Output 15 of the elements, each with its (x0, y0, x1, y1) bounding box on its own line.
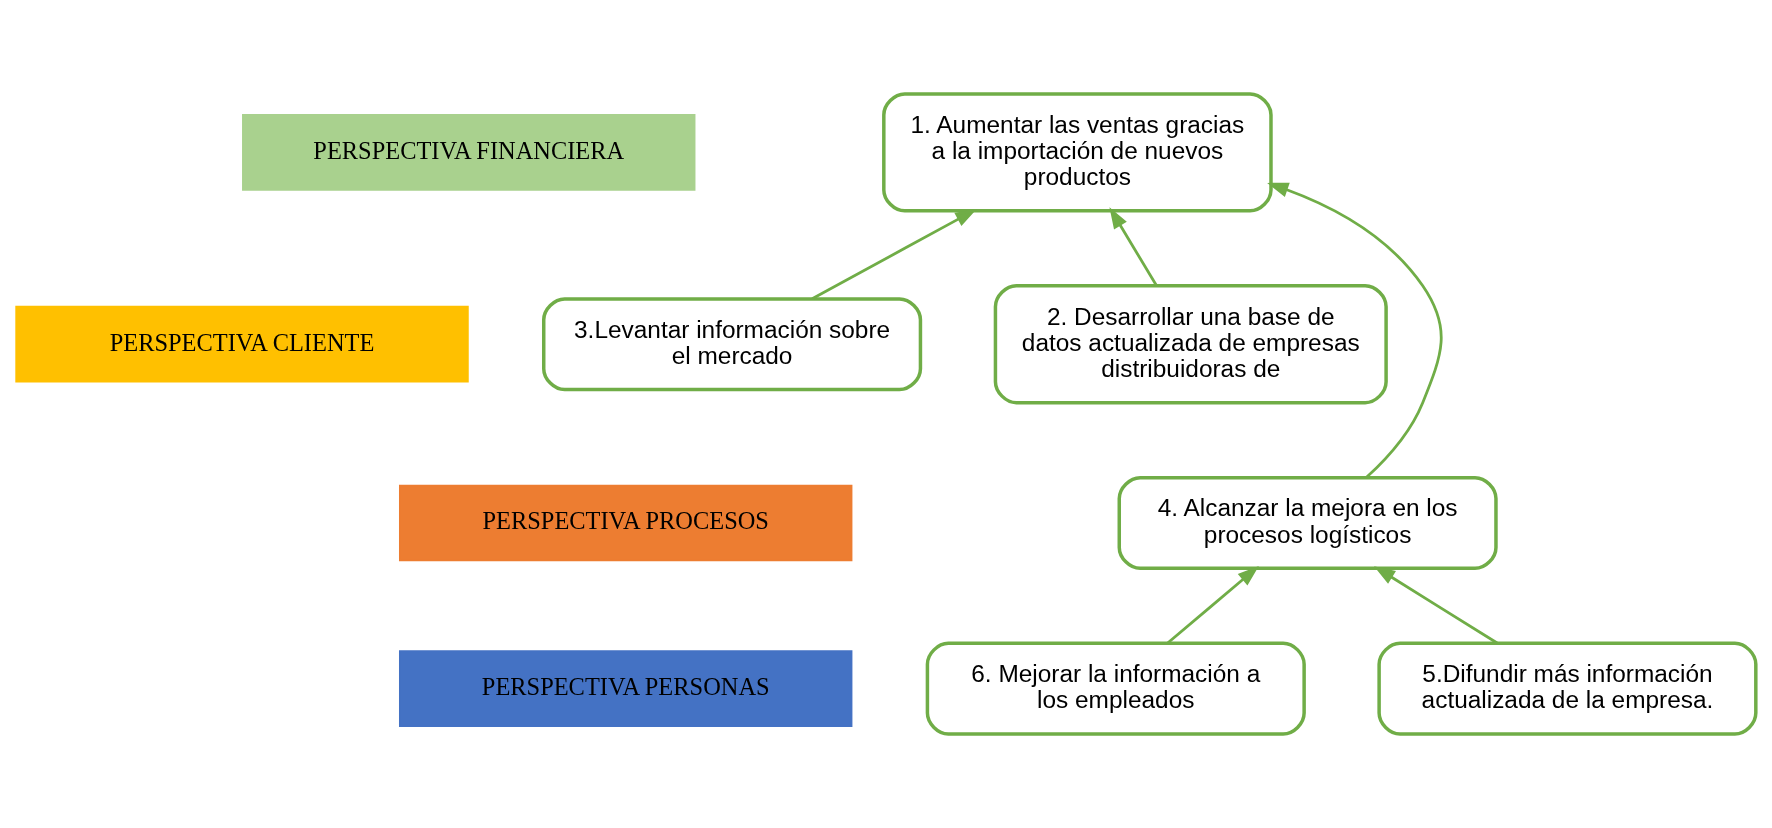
node-box: 5.Difundir más información actualizada de la empresa. (1377, 641, 1758, 736)
node-box: 3.Levantar información sobre el mercado (542, 297, 923, 392)
node-box: PERSPECTIVA PROCESOS (399, 484, 853, 562)
node-box: PERSPECTIVA CLIENTE (15, 305, 469, 383)
node-box: 1. Aumentar las ventas gracias a la importación de nuevos productos (882, 92, 1273, 213)
arrow (811, 209, 977, 301)
node-box: 6. Mejorar la información a los empleados (925, 641, 1306, 736)
arrow (1109, 207, 1158, 287)
arrow (1267, 182, 1443, 479)
arrow (1166, 565, 1259, 645)
node-box: 4. Alcanzar la mejora en los procesos logísticos (1117, 475, 1498, 571)
node-box: PERSPECTIVA PERSONAS (399, 650, 853, 728)
node-box: 2. Desarrollar una base de datos actualizada de empresas distribuidoras de (993, 284, 1388, 405)
node-box: PERSPECTIVA FINANCIERA (242, 114, 696, 191)
arrow (1373, 566, 1498, 645)
